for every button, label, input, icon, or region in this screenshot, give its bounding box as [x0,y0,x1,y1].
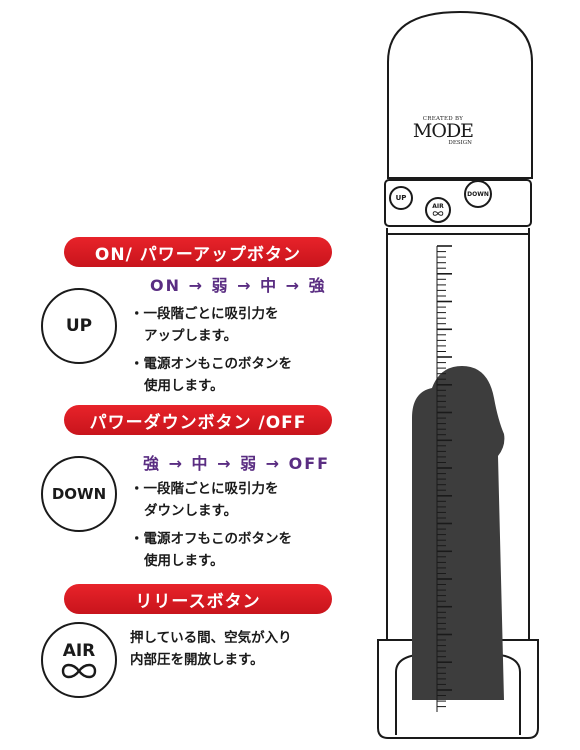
power-up-bullet-2-cont: 使用します。 [144,378,224,394]
logo-created-by: CREATED BY [422,116,464,122]
heading-power-up: ON/ パワーアップボタン [64,237,332,267]
logo-design: DESIGN [448,140,472,146]
device-air-button: AIR [425,197,451,223]
device-bottom-sleeve [377,639,539,739]
up-button-illustration: UP [41,288,117,364]
power-up-description: ・一段階ごとに吸引力を アップします。 ・電源オンもこのボタンを 使用します。 [130,303,292,397]
power-down-bullet-1-cont: ダウンします。 [144,503,238,519]
power-down-bullet-1: ・一段階ごとに吸引力を [130,481,279,497]
device-insert-shape [412,366,505,700]
power-up-bullet-1-cont: アップします。 [144,328,238,344]
power-up-bullet-1: ・一段階ごとに吸引力を [130,306,279,322]
up-button-label: UP [65,316,93,336]
power-down-bullet-2-cont: 使用します。 [144,553,224,569]
heading-power-down: パワーダウンボタン /OFF [64,405,332,435]
power-down-description: ・一段階ごとに吸引力を ダウンします。 ・電源オフもこのボタンを 使用します。 [130,478,292,572]
mode-design-logo: CREATED BY MODE DESIGN [410,116,476,146]
heading-power-up-text: ON/ パワーアップボタン [94,244,302,265]
power-up-bullet-2: ・電源オンもこのボタンを [130,356,292,372]
heading-release-text: リリースボタン [135,591,261,612]
heading-power-down-text: パワーダウンボタン /OFF [89,412,307,433]
power-up-sequence: ON → 弱 → 中 → 強 [150,276,327,295]
device-down-label: DOWN [467,190,489,198]
power-down-bullet-2: ・電源オフもこのボタンを [130,531,292,547]
device-up-label: UP [395,194,407,202]
device-control-collar [384,179,532,227]
release-line-2: 内部圧を開放します。 [130,652,264,668]
device-air-label: AIR [432,203,444,210]
power-down-sequence: 強 → 中 → 弱 → OFF [143,454,331,473]
device-down-button: DOWN [464,180,492,208]
device-top-cap [387,10,533,179]
release-description: 押している間、空気が入り 内部圧を開放します。 [130,627,292,671]
release-line-1: 押している間、空気が入り [130,630,292,646]
logo-mode: MODE [412,120,474,142]
air-button-label: AIR [62,641,96,661]
device-scale [436,245,452,712]
down-button-illustration: DOWN [41,456,117,532]
device-infinity-icon [432,211,444,216]
infinity-icon [61,663,97,679]
down-button-label: DOWN [51,485,107,503]
device-cylinder [386,228,530,640]
device-up-button: UP [389,186,413,210]
air-button-illustration: AIR [41,622,117,698]
heading-release: リリースボタン [64,584,332,614]
